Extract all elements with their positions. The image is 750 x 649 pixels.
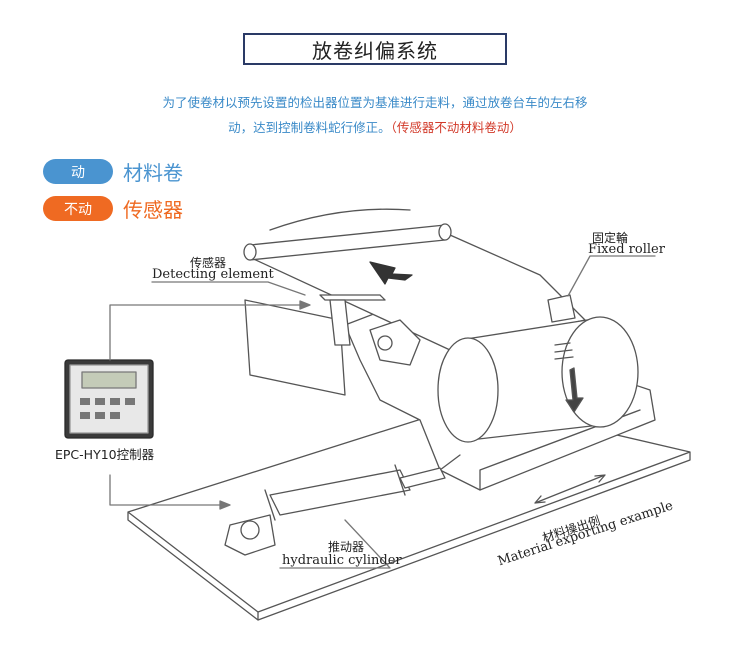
sensor-label-cn: 传感器 [190,256,227,270]
legend-badge-fixed: 不动 [43,196,113,221]
legend-badge-moving: 动 [43,159,113,184]
sensor-bracket [244,294,421,396]
hydraulic-cylinder [224,464,446,556]
control-wire [109,474,226,506]
intro-line-2: 动，达到控制卷料蛇行修正。（传感器不动材料卷动） [100,115,650,140]
fixed-roller-label-cn: 固定輪 [592,231,629,245]
intro-note: （传感器不动材料卷动） [390,120,522,135]
fixed-roller-leader [567,255,656,297]
epc-controller [64,359,154,439]
signal-arrow-1 [299,300,311,310]
page-title-text: 放卷纠偏系统 [312,38,438,63]
movement-arrow [534,474,606,504]
feed-arrow [369,261,413,285]
legend-fixed: 不动 传感器 [43,194,183,223]
fixed-roller-label-en: Fixed roller [588,242,665,257]
fixed-roller [547,294,576,323]
sensor-label-en: Detecting element [152,267,274,282]
intro-line-2-text: 动，达到控制卷料蛇行修正。 [228,120,391,135]
legend-moving: 动 材料卷 [43,157,183,186]
intro-text: 为了使卷材以预先设置的检出器位置为基准进行走料，通过放卷台车的左右移 动，达到控… [100,90,650,140]
trolley-rail [439,409,641,491]
signal-wire [109,304,306,361]
intro-line-1: 为了使卷材以预先设置的检出器位置为基准进行走料，通过放卷台车的左右移 [162,95,588,110]
cylinder-leader [279,519,391,569]
sensor-leader [151,281,306,296]
page-title: 放卷纠偏系统 [243,33,507,65]
controller-label: EPC-HY10控制器 [55,447,155,462]
legend-label-moving: 材料卷 [123,161,183,185]
control-arrow [219,500,231,510]
top-roller [243,208,452,261]
cylinder-label-cn: 推动器 [328,540,365,554]
material-roll [437,316,639,443]
cylinder-label-en: hydraulic cylinder [282,553,402,568]
legend-label-fixed: 传感器 [123,198,183,222]
